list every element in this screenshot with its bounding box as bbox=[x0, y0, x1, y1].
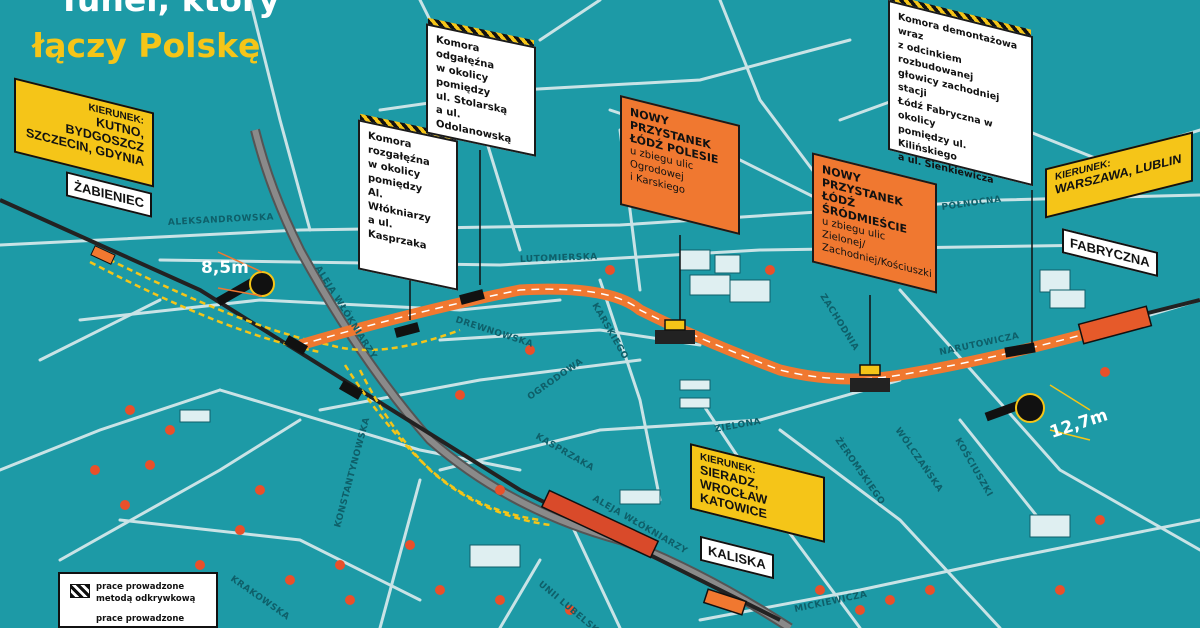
trees bbox=[90, 265, 1110, 615]
legend-item1-l2: metodą odkrywkową bbox=[96, 594, 196, 604]
sign-komora-rozgalezna: Komora rozgałęźna w okolicy pomiędzy Al.… bbox=[358, 113, 458, 291]
sign-komora-odgalezna: Komora odgałęźna w okolicy pomiędzy ul. … bbox=[426, 17, 536, 157]
street-kosciuszki: KOŚCIUSZKI bbox=[952, 436, 996, 499]
main-tunnel bbox=[298, 283, 1102, 385]
street-lutomierska: LUTOMIERSKA bbox=[520, 252, 598, 265]
trains bbox=[90, 245, 1153, 616]
street-ogrodowa: OGRODOWA bbox=[526, 357, 585, 403]
legend-item2-l1: prace prowadzone bbox=[96, 614, 185, 624]
page-title-line2: łączy Polskę bbox=[32, 26, 261, 65]
legend: prace prowadzone metodą odkrywkową prace… bbox=[58, 572, 218, 628]
street-zeromskiego: ŻEROMSKIEGO bbox=[833, 435, 888, 507]
dim-small: 8,5m bbox=[201, 258, 249, 278]
street-polnocna: PÓŁNOCNA bbox=[941, 193, 1002, 213]
dim-small-text: 8,5m bbox=[201, 258, 249, 278]
street-aleja-wlokniarzy-1: ALEJA WŁÓKNIARZY bbox=[312, 263, 379, 361]
railway-line bbox=[0, 198, 781, 622]
street-konstantynowska: KONSTANTYNOWSKA bbox=[333, 416, 372, 529]
street-krakowska: KRAKOWSKA bbox=[228, 574, 291, 622]
street-zielona: ZIELONA bbox=[714, 417, 762, 435]
page-title-line1: Tunel, który bbox=[58, 0, 280, 20]
buildings bbox=[179, 249, 1086, 568]
legend-item1-l1: prace prowadzone bbox=[96, 582, 185, 592]
street-drewnowska: DREWNOWSKA bbox=[454, 315, 534, 350]
sign-leaders bbox=[409, 150, 1033, 365]
street-wolczanska: WÓLCZAŃSKA bbox=[893, 425, 947, 494]
street-aleksandrowska: ALEKSANDROWSKA bbox=[168, 212, 275, 228]
tunnel-bores bbox=[217, 251, 1091, 441]
legend-hatch-swatch bbox=[70, 584, 90, 598]
street-zachodnia: ZACHODNIA bbox=[817, 292, 860, 353]
sign-komora-demontazowa: Komora demontażowa wraz z odcinkiem rozb… bbox=[888, 0, 1033, 186]
